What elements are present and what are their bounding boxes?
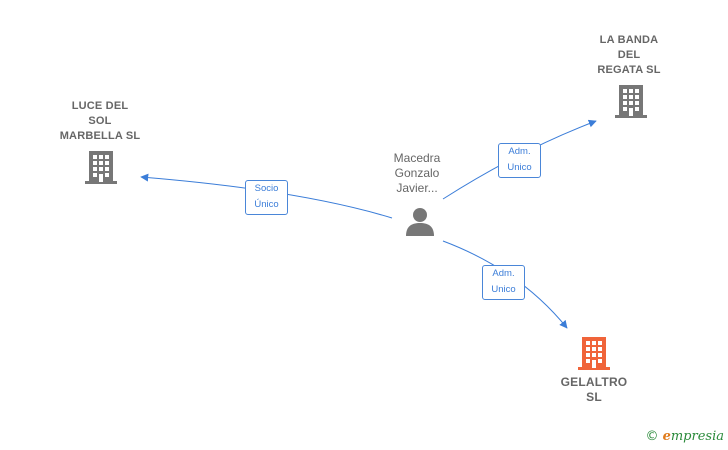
company-label-la-banda-del-regata[interactable]: LA BANDA DEL REGATA SL xyxy=(597,34,661,76)
brand-initial: e xyxy=(662,429,671,444)
person-label[interactable]: Macedra Gonzalo Javier... xyxy=(393,151,441,195)
company-label-luce-del-sol[interactable]: LUCE DEL SOL MARBELLA SL xyxy=(59,100,141,142)
copyright-symbol: © xyxy=(645,429,659,444)
company-label-gelaltro[interactable]: GELALTRO SL xyxy=(560,375,628,404)
edge-label-adm-unico-gelaltro: Adm. Unico xyxy=(482,265,525,300)
empresia-watermark: © empresia xyxy=(645,429,724,444)
person-icon[interactable] xyxy=(405,206,435,236)
edge-label-socio-unico: Socio Único xyxy=(245,180,288,215)
brand-name: mpresia xyxy=(670,429,724,444)
building-icon[interactable] xyxy=(615,83,647,119)
edge-label-adm-unico-banda: Adm. Unico xyxy=(498,143,541,178)
building-icon[interactable] xyxy=(85,149,117,185)
building-icon[interactable] xyxy=(578,335,610,371)
